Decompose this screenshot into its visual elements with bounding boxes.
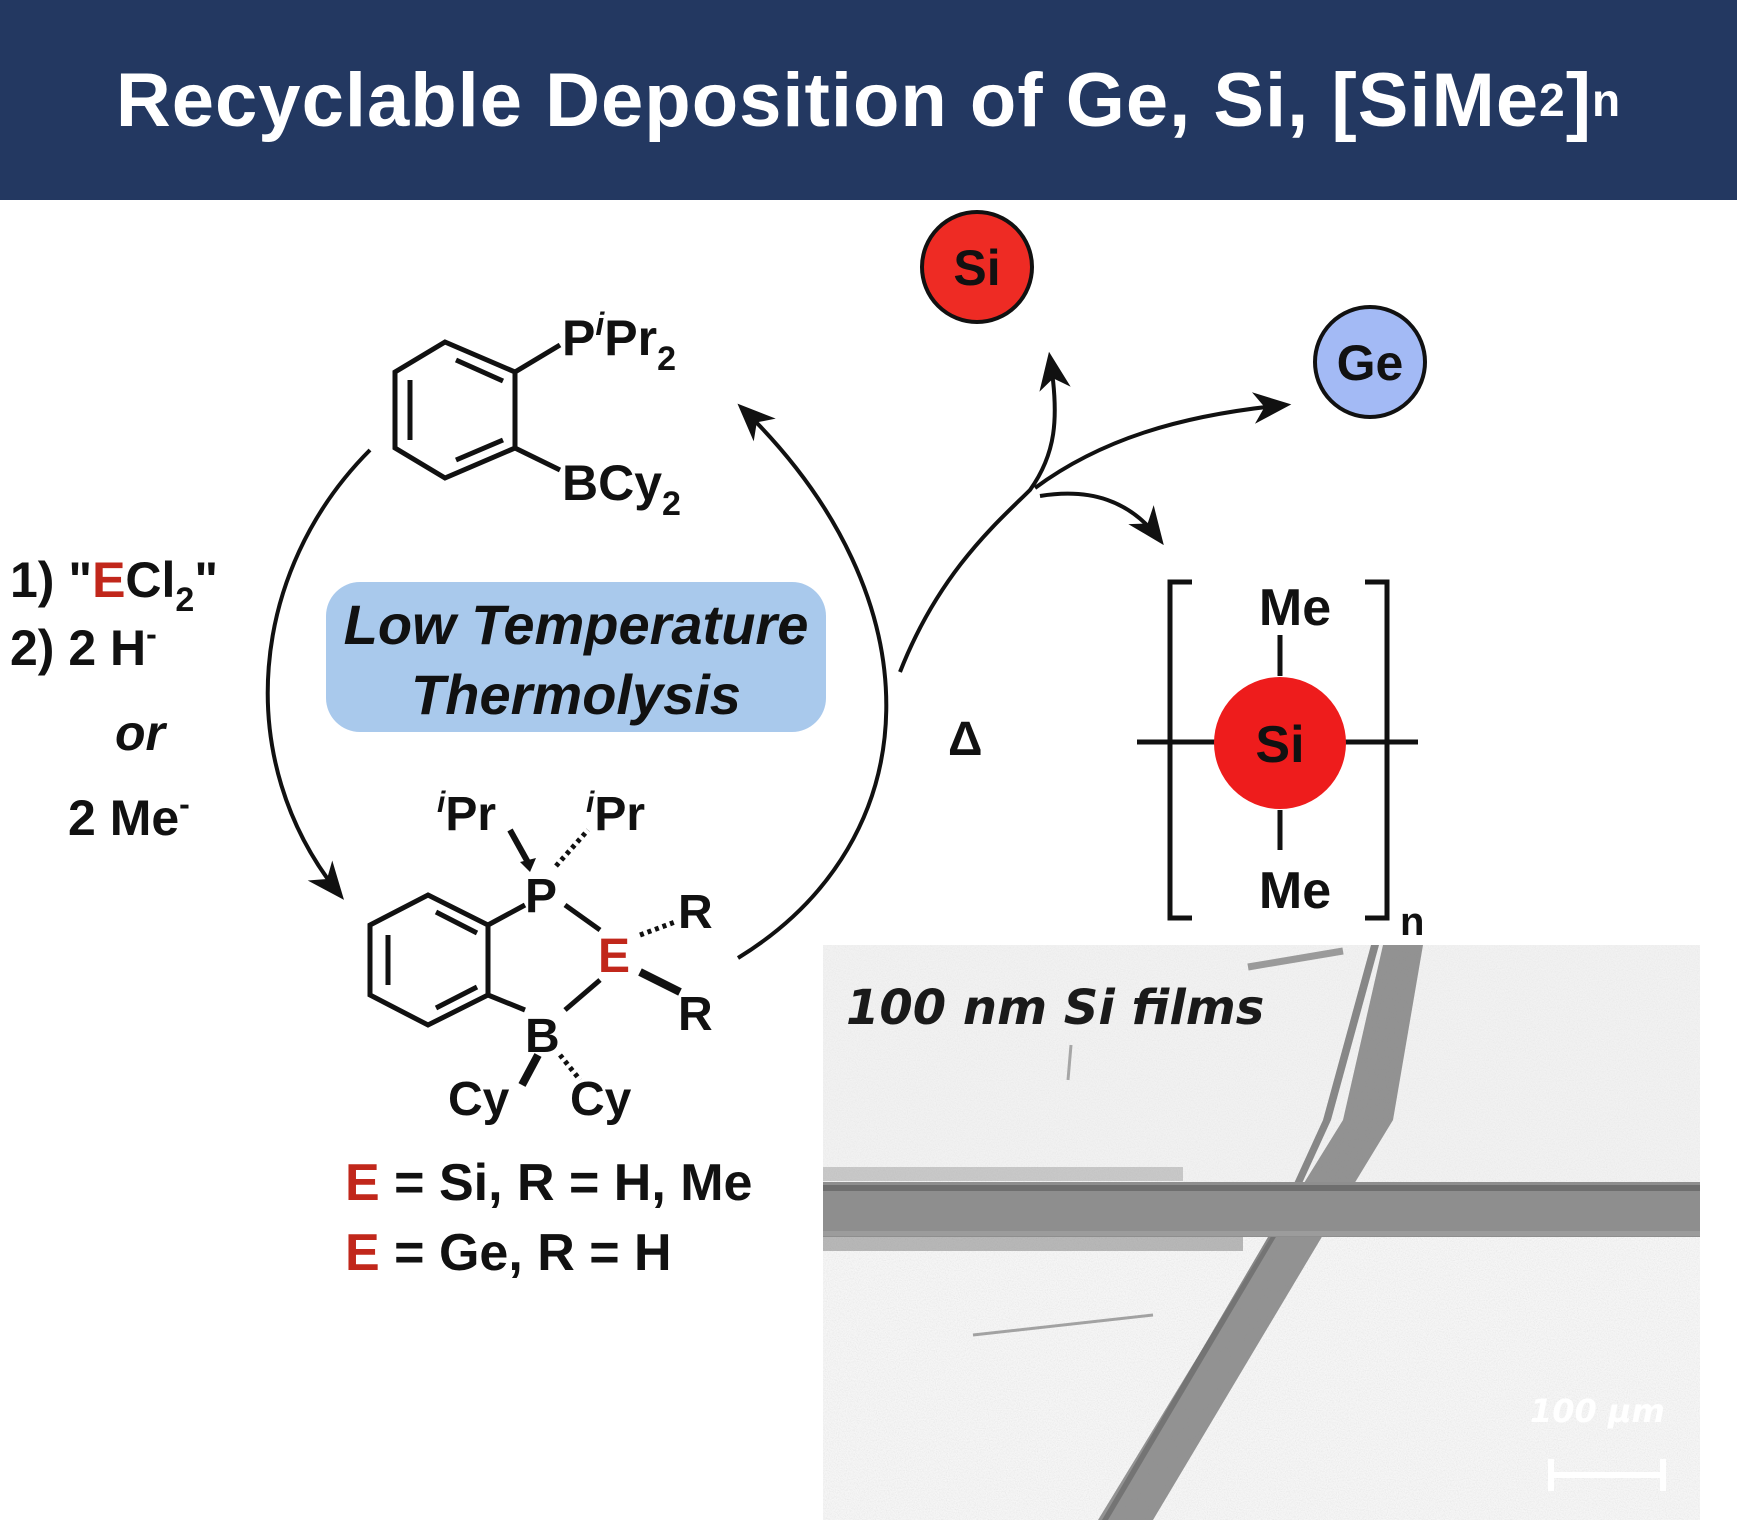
polymer-me-top: Me [1259,579,1331,637]
title-bracket: ] [1565,57,1592,143]
bond-p-ipr-left [507,828,533,868]
adduct-ring-double-3 [434,984,479,1011]
ge-product-label: Ge [1337,335,1404,391]
conditions-line2: Thermolysis [411,663,741,726]
adduct-ring-double-2 [434,909,479,936]
arrow-to-si [898,351,1071,673]
reagent-or: or [115,705,168,761]
ipr-right-label: iPr [586,786,645,841]
title-text: Recyclable Deposition of Ge, Si, [SiMe [115,57,1540,143]
sem-scratch-edge-bottom [823,1231,1700,1236]
sem-label: 100 nm Si films [846,980,1265,1036]
adduct-p-atom: P [525,870,557,923]
scale-label: 100 μm [1530,1392,1665,1430]
polymer-right-bracket [1365,579,1390,921]
reagent-step-2: 2) 2 H- [10,616,157,676]
title-banner [0,0,1737,200]
adduct-cy-left: Cy [448,1073,510,1126]
sem-scratch-horizontal [823,1182,1700,1237]
conditions-text: Low Temperature Thermolysis [326,590,826,730]
arrow-to-polymer [1039,491,1164,546]
bond-p-to-e [563,902,602,933]
bond-ring-to-p [513,342,562,375]
adduct-r-bottom: R [678,988,713,1041]
top-ring-double-bond-2 [455,437,504,463]
bond-ring-to-b-adduct [487,992,526,1013]
bond-e-r-top [639,919,676,938]
sem-texture [823,945,1700,1520]
bond-p-ipr-right [554,828,590,868]
sem-debris-band [823,1237,1243,1251]
sem-debris-band-top [823,1167,1183,1181]
adduct-b-atom: B [525,1010,560,1063]
bond-ring-to-p-adduct [486,902,527,928]
title-subscript-n: n [1592,74,1622,126]
sem-mark-top [1247,947,1344,971]
sem-scratch-edge-top [823,1185,1700,1191]
polymer-structure [1137,579,1418,921]
top-p-label: PiPr2 [562,306,676,378]
si-product-circle [920,210,1034,324]
sem-mark [972,1313,1154,1337]
adduct-structure [367,892,602,1028]
sem-upper-region [823,945,1700,1205]
bond-e-r-bottom [638,968,682,996]
top-b-label: BCy2 [562,455,681,523]
sem-scratch-diagonal [1098,945,1423,1520]
ipr-left-label: iPr [437,786,496,841]
polymer-me-bottom: Me [1259,862,1331,920]
arrow-to-ge [1033,392,1292,490]
bond-b-cy-left [518,1053,542,1087]
top-benzene-ring [392,339,518,481]
adduct-r-top: R [678,886,713,939]
bond-b-cy-right [558,1053,582,1082]
polymer-si-circle [1214,677,1346,809]
ge-product-circle [1313,305,1427,419]
bond-ring-to-b [513,445,562,473]
bond-b-to-e [563,978,602,1012]
adduct-e-atom: E [598,930,630,983]
sem-micrograph [823,945,1700,1520]
conditions-pill [326,582,826,732]
definition-line-1: E = Si, R = H, Me [345,1154,752,1212]
reagent-step-1: 1) "ECl2" [10,552,218,619]
polymer-si-label: Si [1255,716,1304,774]
polymer-n-label: n [1400,900,1424,944]
polymer-left-bracket [1167,579,1192,921]
heat-symbol: Δ [948,713,983,766]
adduct-cy-right: Cy [570,1073,632,1126]
arrow-left-cycle [265,448,372,900]
conditions-line1: Low Temperature [343,593,809,656]
top-ring-double-bond-1 [454,357,505,384]
reagent-alt: 2 Me- [68,786,190,846]
definition-line-2: E = Ge, R = H [345,1224,672,1282]
title-subscript: 2 [1539,74,1566,126]
catalyst-top [392,339,562,481]
arrow-right-cycle [736,403,889,960]
sem-mark-small [1066,1044,1073,1081]
si-product-label: Si [953,240,1000,296]
